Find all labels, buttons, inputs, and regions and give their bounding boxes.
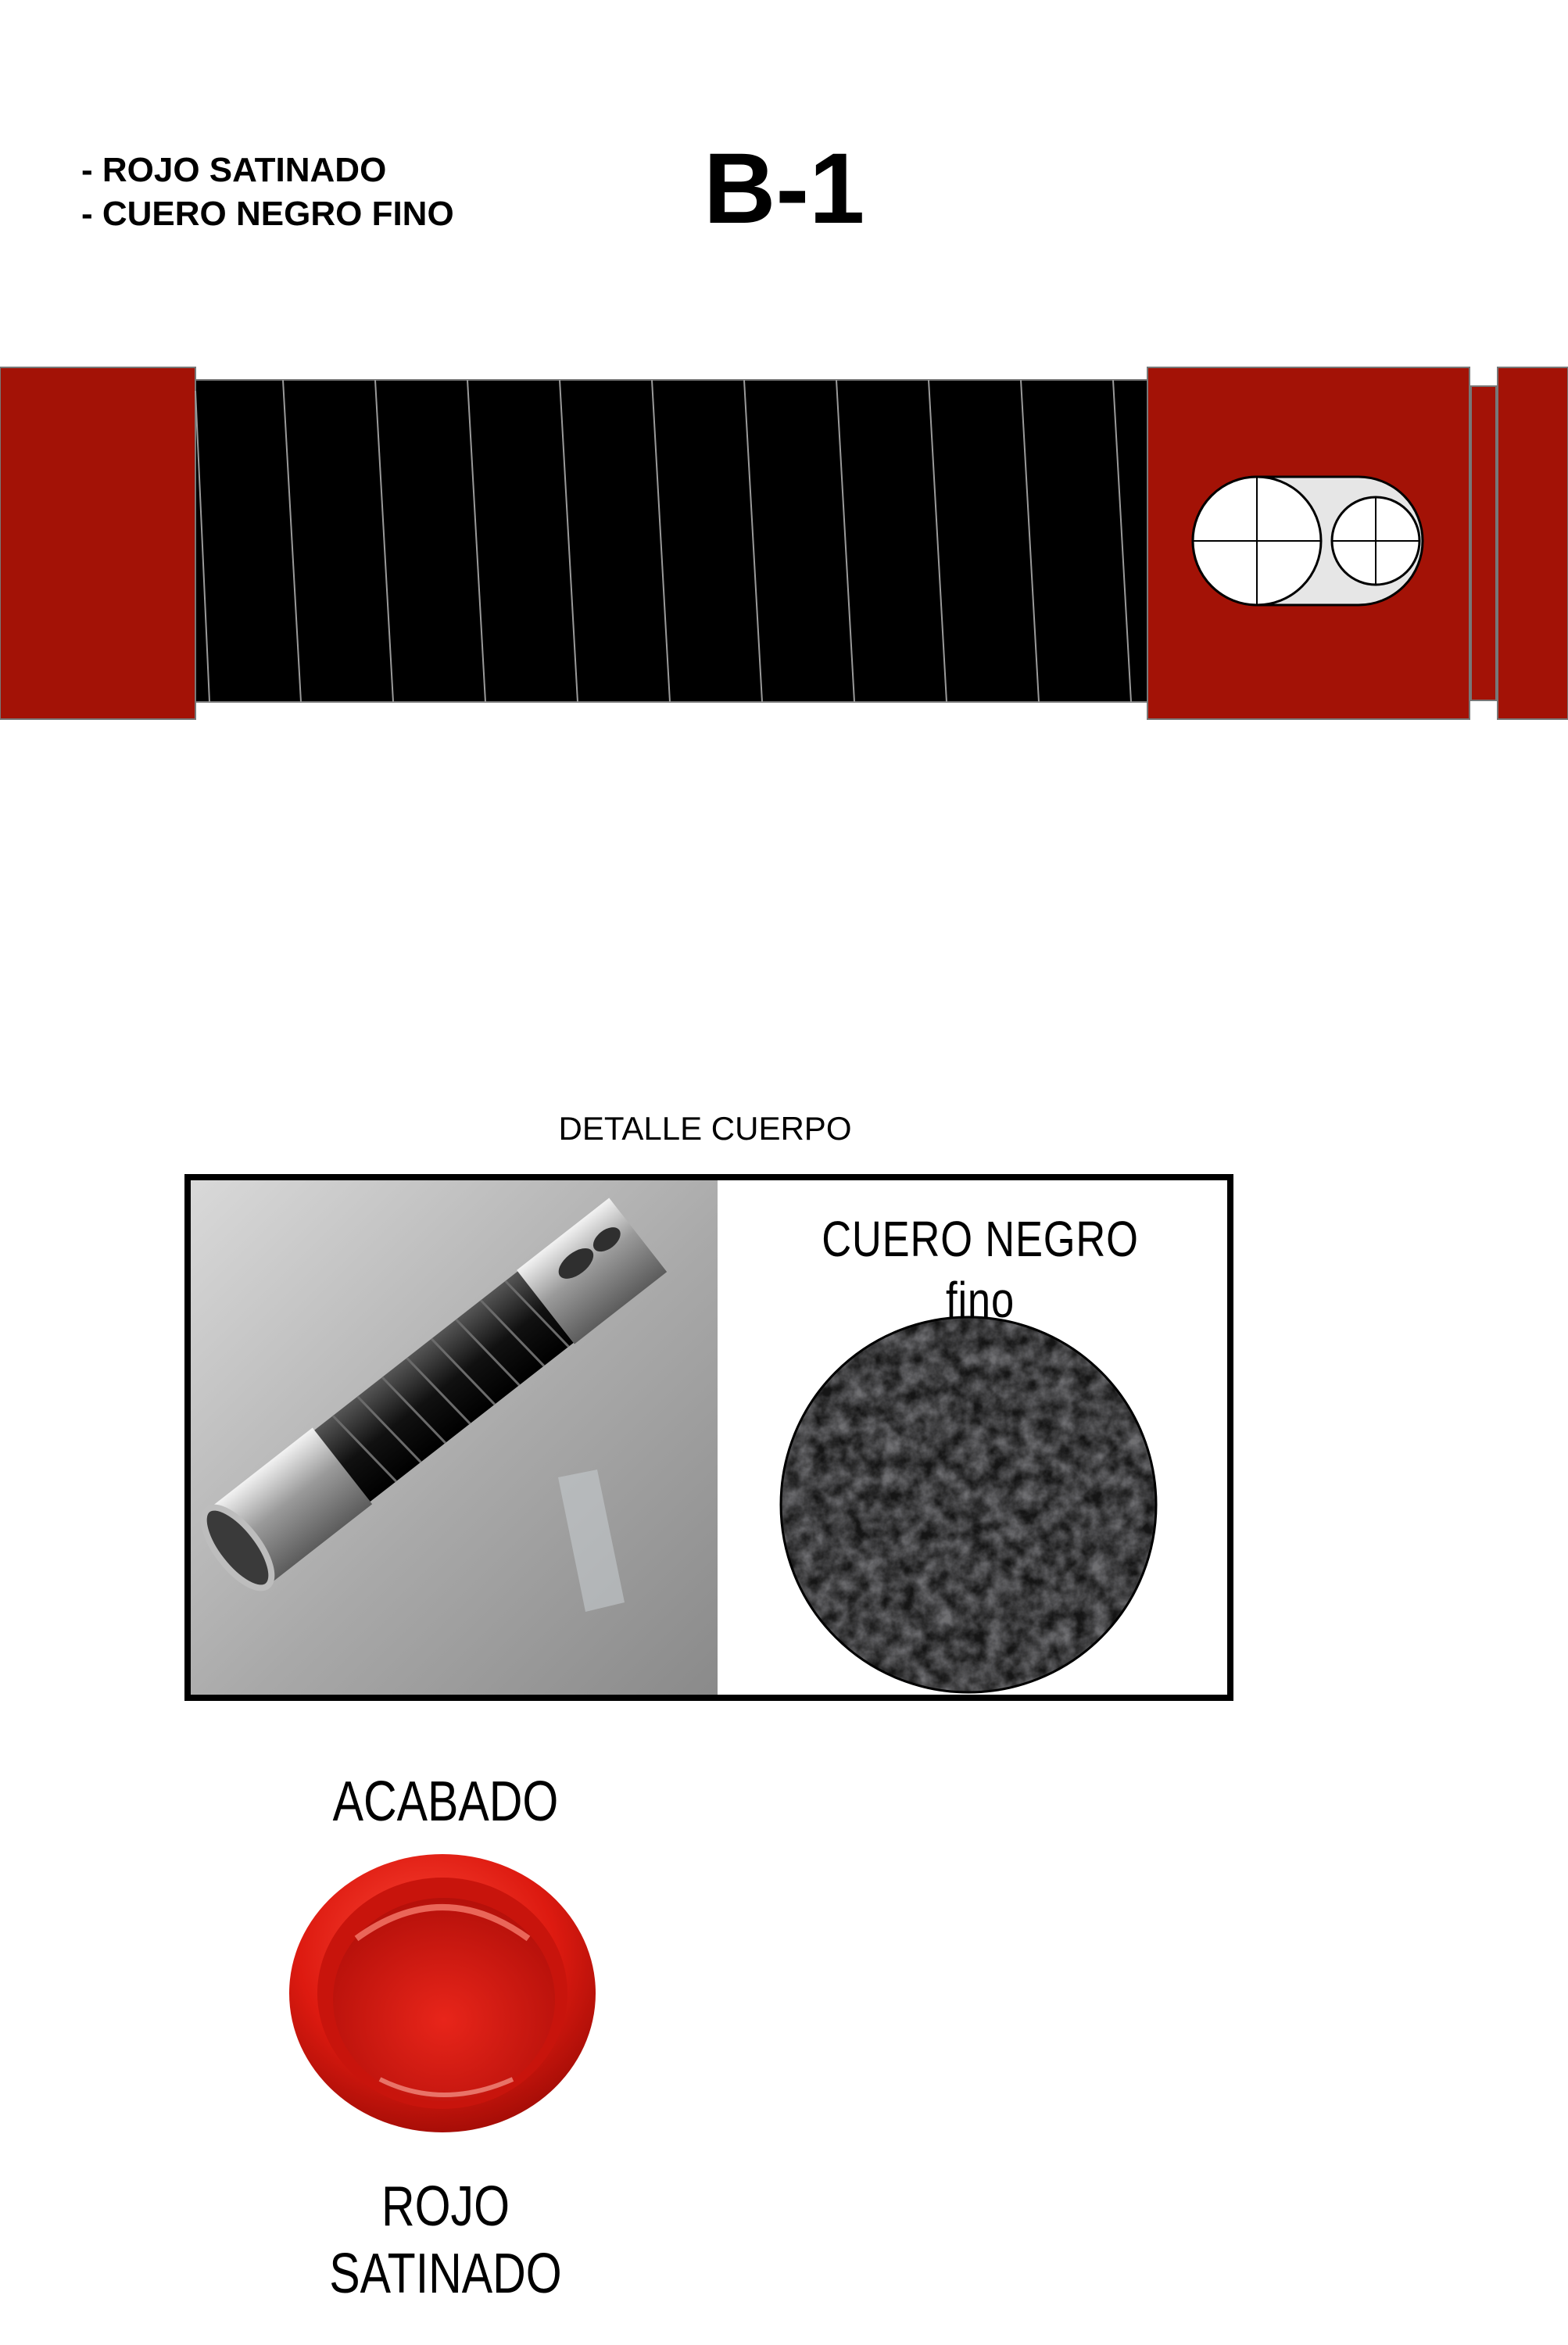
left-cap xyxy=(0,367,196,720)
material-item-leather: - CUERO NEGRO FINO xyxy=(81,195,454,233)
model-code: B-1 xyxy=(703,133,865,245)
detail-caption: DETALLE CUERPO xyxy=(558,1110,852,1147)
materials-list: - ROJO SATINADO - CUERO NEGRO FINO xyxy=(81,149,454,236)
texture-title: CUERO NEGRO fino xyxy=(822,1211,1139,1328)
finish-label: ROJO SATINADO xyxy=(329,2175,562,2305)
material-item-red: - ROJO SATINADO xyxy=(81,151,387,189)
ring-collar xyxy=(1470,385,1497,701)
leather-texture-swatch xyxy=(779,1316,1158,1694)
hilt-drawing xyxy=(0,367,1568,720)
end-ring xyxy=(1497,367,1568,720)
grip-wrap xyxy=(195,379,1148,703)
detail-panel: CUERO NEGRO fino xyxy=(184,1174,1233,1701)
finish-heading: ACABADO xyxy=(332,1770,559,1833)
crosshair-icon xyxy=(1330,496,1421,586)
red-finish-swatch xyxy=(289,1854,596,2132)
hilt-photo xyxy=(191,1180,718,1695)
wrap-lines xyxy=(195,379,1132,703)
